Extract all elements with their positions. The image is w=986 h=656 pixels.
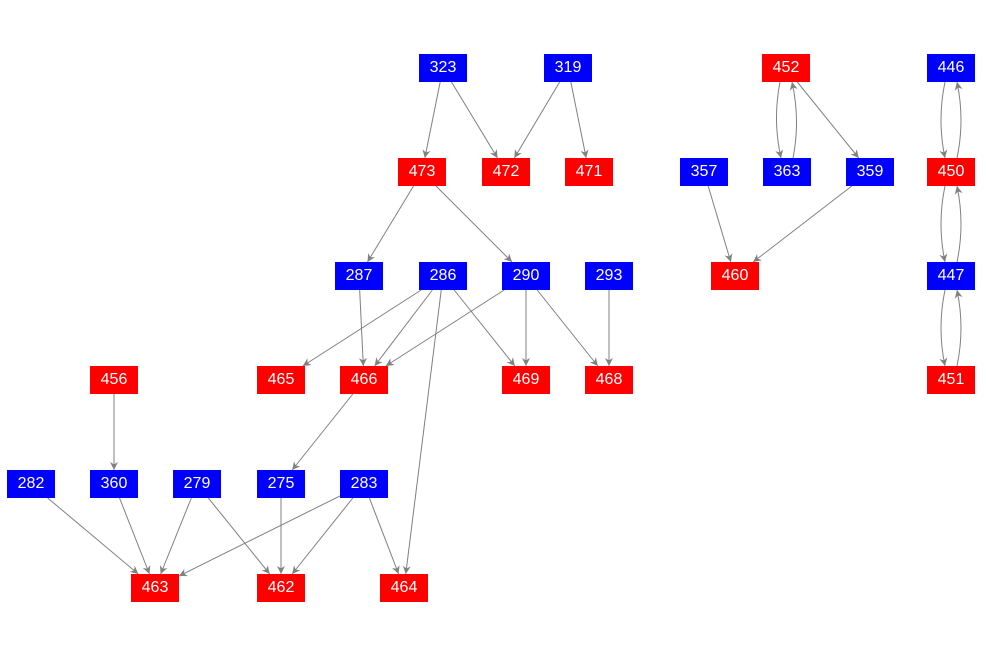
node-290[interactable]: 290 [502,262,550,290]
node-447[interactable]: 447 [927,262,975,290]
node-323[interactable]: 323 [419,54,467,82]
node-463[interactable]: 463 [131,574,179,602]
edge-363-452 [789,81,798,159]
edge-466-275 [291,393,354,471]
edge-283-463 [178,495,341,577]
edge-357-460 [707,185,733,263]
edge-286-464 [402,289,442,575]
edge-283-464 [368,497,400,575]
edge-283-462 [291,497,354,575]
node-465[interactable]: 465 [257,366,305,394]
edge-279-463 [159,497,192,575]
edge-286-469 [453,289,516,367]
node-462[interactable]: 462 [257,574,305,602]
edge-319-471 [570,81,589,159]
node-452[interactable]: 452 [762,54,810,82]
edge-473-287 [367,185,414,263]
node-472[interactable]: 472 [482,158,530,186]
edge-447-450 [954,185,963,263]
node-468[interactable]: 468 [585,366,633,394]
edge-319-472 [513,81,561,159]
edge-450-447 [939,185,948,263]
node-451[interactable]: 451 [927,366,975,394]
edge-286-465 [302,289,422,367]
edge-282-463 [47,497,139,575]
node-464[interactable]: 464 [380,574,428,602]
node-293[interactable]: 293 [585,262,633,290]
node-363[interactable]: 363 [763,158,811,186]
node-460[interactable]: 460 [711,262,759,290]
edge-290-468 [536,289,599,367]
node-319[interactable]: 319 [544,54,592,82]
node-450[interactable]: 450 [927,158,975,186]
node-286[interactable]: 286 [419,262,467,290]
edge-473-290 [435,185,513,263]
edge-450-446 [954,81,963,159]
node-282[interactable]: 282 [7,470,55,498]
node-357[interactable]: 357 [680,158,728,186]
edge-452-363 [775,81,784,159]
node-275[interactable]: 275 [257,470,305,498]
edge-452-359 [796,81,860,159]
node-446[interactable]: 446 [927,54,975,82]
edge-359-460 [752,185,853,263]
node-279[interactable]: 279 [173,470,221,498]
node-469[interactable]: 469 [502,366,550,394]
edge-451-447 [954,289,963,367]
edge-360-463 [119,497,151,575]
node-360[interactable]: 360 [90,470,138,498]
node-456[interactable]: 456 [90,366,138,394]
node-473[interactable]: 473 [398,158,446,186]
node-359[interactable]: 359 [846,158,894,186]
node-466[interactable]: 466 [340,366,388,394]
edge-446-450 [939,81,948,159]
node-287[interactable]: 287 [335,262,383,290]
edge-290-466 [385,289,505,367]
edge-279-462 [207,497,271,575]
edge-286-466 [374,289,433,367]
edge-323-472 [451,81,498,159]
node-283[interactable]: 283 [340,470,388,498]
edge-323-473 [422,81,441,159]
node-471[interactable]: 471 [565,158,613,186]
edge-447-451 [939,289,948,367]
